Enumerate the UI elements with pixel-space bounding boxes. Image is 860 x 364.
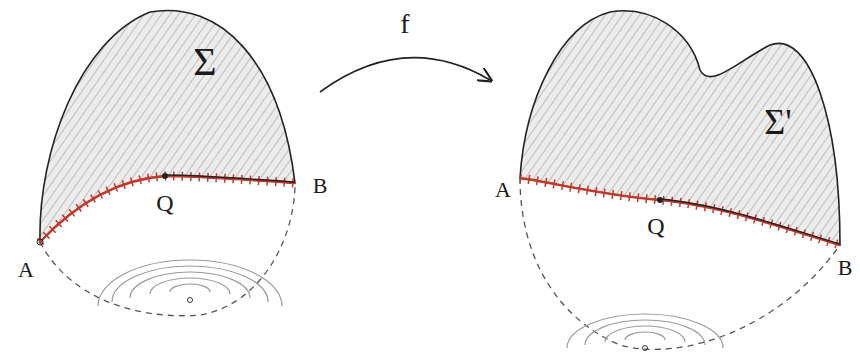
dashed-boundary — [520, 178, 840, 349]
point-q — [162, 173, 168, 179]
minimum-point — [643, 346, 648, 351]
point-label: B — [838, 257, 853, 279]
black-curve — [165, 175, 295, 182]
curve-ticks — [40, 176, 295, 242]
dashed-boundary — [40, 183, 295, 316]
point-label: Q — [647, 214, 664, 238]
map-label: f — [400, 10, 409, 38]
curve-ticks — [520, 178, 840, 245]
region-sigma-prime — [520, 11, 840, 245]
contour-lines — [567, 314, 723, 348]
point-a — [37, 239, 43, 245]
map-arrow — [320, 58, 490, 92]
minimum-point — [188, 298, 193, 303]
contour-lines — [98, 260, 282, 306]
region-sigma — [40, 10, 295, 242]
red-curve — [520, 178, 840, 245]
region-label: Σ — [193, 42, 216, 82]
point-label: B — [313, 175, 328, 197]
region-label: Σ' — [764, 104, 791, 140]
point-q — [657, 197, 663, 203]
point-label: Q — [156, 191, 173, 215]
point-label: A — [18, 259, 34, 281]
point-label: A — [495, 179, 511, 201]
red-curve — [40, 176, 295, 242]
black-curve — [660, 199, 840, 244]
